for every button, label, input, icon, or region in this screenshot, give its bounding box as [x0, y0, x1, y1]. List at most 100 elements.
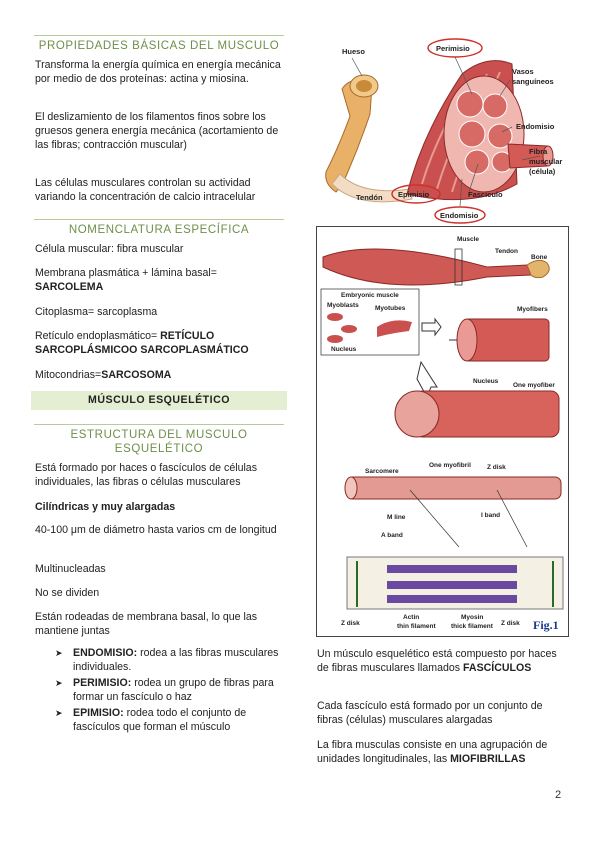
right-paragraph-1: Un músculo esquelético está compuesto po…: [317, 647, 567, 675]
arrow-bullet-icon: ➤: [55, 648, 63, 658]
leader-line: [454, 56, 473, 95]
fiber-end: [542, 145, 554, 167]
label-endomisio-right: Endomisio: [516, 122, 555, 131]
right-paragraph-2: Cada fascículo está formado por un conju…: [317, 700, 543, 726]
paragraph-2: El deslizamiento de los filamentos finos…: [35, 111, 279, 151]
fascicle-circle: [458, 120, 486, 148]
nomenclature-mitochondria: Mitocondrias=SARCOSOMA: [35, 368, 285, 382]
list-item-text: rodea un grupo de fibras para formar un …: [73, 677, 274, 703]
figure-number: Fig.1: [533, 618, 559, 632]
figure-1-frame: Muscle Tendon Bone Embryonic muscle Myob…: [316, 226, 569, 637]
label-epimisio: Epimisio: [398, 190, 430, 199]
label-z-disk-left: Z disk: [341, 620, 360, 627]
muscle-hierarchy-illustration: Muscle Tendon Bone Embryonic muscle Myob…: [320, 236, 564, 632]
myofibril-end: [344, 476, 358, 500]
section-marker: [454, 248, 463, 286]
list-item-text: rodea todo el conjunto de fascículos que…: [73, 707, 247, 733]
nomenclature-membrane: Membrana plasmática + lámina basal= SARC…: [35, 266, 285, 294]
label-thin-filament: thin filament: [397, 623, 436, 630]
arrow-right-icon: [421, 317, 442, 337]
heading-estructura: ESTRUCTURA DEL MUSCULO ESQUELÉTICO: [34, 428, 284, 456]
right-paragraph-3: La fibra musculas consiste en una agrupa…: [317, 738, 567, 766]
label-thick-filament: thick filament: [451, 623, 494, 630]
heading-estructura-line2: ESQUELÉTICO: [114, 443, 204, 455]
myofiber-cross-section: [394, 390, 440, 438]
arrow-bullet-icon: ➤: [55, 678, 63, 689]
myotube-cell: [377, 320, 412, 337]
label-m-line: M line: [387, 514, 406, 521]
structure-basal-membrane: Están rodeadas de membrana basal, lo que…: [35, 611, 258, 637]
label-perimisio: Perimisio: [436, 44, 470, 53]
label-one-myofiber: One myofiber: [513, 382, 555, 389]
label-celula: (célula): [529, 167, 556, 176]
heading-rule: [34, 424, 284, 425]
fascicle-circle: [456, 90, 484, 118]
leader-line: [351, 57, 363, 77]
leader-line: [468, 163, 479, 193]
label-endomisio-bottom: Endomisio: [440, 211, 479, 220]
label-actin: Actin: [403, 614, 419, 621]
label-i-band: I band: [481, 512, 500, 519]
term-fasciculos: FASCÍCULOS: [463, 662, 532, 674]
leader-line: [501, 126, 513, 133]
label-ring-epimisio: [391, 184, 441, 204]
label-nucleus: Nucleus: [331, 346, 357, 353]
nomenclature-cell: Célula muscular: fibra muscular: [35, 243, 184, 255]
paragraph-1: Transforma la energía química en energía…: [35, 59, 281, 85]
myoblast-cell: [327, 335, 343, 343]
heading-estructura-line1: ESTRUCTURA DEL MUSCULO: [70, 429, 248, 441]
leader-line: [499, 79, 511, 97]
list-item: ➤ENDOMISIO: rodea a las fibras musculare…: [55, 647, 290, 674]
structure-cylindrical: Cilíndricas y muy alargadas: [35, 501, 176, 513]
label-muscular: muscular: [529, 157, 562, 166]
bone-marrow: [356, 80, 372, 92]
section-band-musculo-esqueletico: MÚSCULO ESQUELÉTICO: [31, 391, 287, 410]
label-myotubes: Myotubes: [375, 305, 406, 312]
myoblast-cell: [341, 325, 357, 333]
label-tendon: Tendón: [356, 193, 383, 202]
right-paragraph-1-text: Un músculo esquelético está compuesto po…: [317, 648, 557, 674]
label-myoblasts: Myoblasts: [327, 302, 359, 309]
term-miofibrillas: MIOFIBRILLAS: [450, 753, 526, 765]
label-embryonic-muscle: Embryonic muscle: [341, 292, 399, 299]
label-fibra: Fibra: [529, 147, 548, 156]
label-muscle: Muscle: [457, 236, 479, 243]
tissue-layers-list: ➤ENDOMISIO: rodea a las fibras musculare…: [55, 647, 290, 738]
arrow-bullet-icon: ➤: [55, 708, 63, 719]
thick-filament: [387, 581, 517, 589]
nomenclature-cytoplasm: Citoplasma= sarcoplasma: [35, 306, 158, 318]
nomenclature-membrane-text: Membrana plasmática + lámina basal=: [35, 267, 217, 279]
list-item: ➤ PERIMISIO: rodea un grupo de fibras par…: [55, 677, 290, 704]
label-z-disk: Z disk: [487, 464, 506, 471]
muscle-anatomy-illustration: Hueso Perimisio Vasos sanguíneos Endomis…: [325, 38, 562, 224]
term-sarcolema: SARCOLEMA: [35, 281, 104, 293]
label-myofibers: Myofibers: [517, 306, 548, 313]
heading-rule: [34, 219, 284, 220]
label-sarcomere: Sarcomere: [365, 468, 399, 475]
list-item: ➤EPIMISIO: rodea todo el conjunto de fas…: [55, 707, 290, 734]
myofibril: [346, 476, 562, 500]
label-z-disk-right: Z disk: [501, 620, 520, 627]
nomenclature-reticulum: Retículo endoplasmático= RETÍCULO SARCOP…: [35, 329, 285, 357]
thick-filament: [387, 565, 517, 573]
label-one-myofibril: One myofibril: [429, 462, 471, 469]
heading-propiedades: PROPIEDADES BÁSICAS DEL MUSCULO: [38, 40, 280, 52]
leader-line: [459, 178, 463, 207]
nomenclature-mitochondria-text: Mitocondrias=: [35, 369, 102, 381]
label-ring-endomisio: [434, 206, 486, 224]
bone-end: [526, 259, 550, 279]
label-sanguineos: sanguíneos: [512, 77, 554, 86]
heading-nomenclatura: NOMENCLATURA ESPECÍFICA: [68, 224, 250, 236]
label-myosin: Myosin: [461, 614, 483, 621]
label-fasciculo: Fascículo: [468, 190, 503, 199]
structure-paragraph: Está formado por haces o fascículos de c…: [35, 462, 257, 488]
page-number: 2: [555, 789, 562, 801]
term-perimisio: PERIMISIO:: [73, 677, 132, 690]
term-endomisio: ENDOMISIO:: [73, 647, 138, 659]
label-vasos: Vasos: [512, 67, 534, 76]
myoblast-cell: [327, 313, 343, 321]
label-nucleus: Nucleus: [473, 378, 499, 385]
right-paragraph-3-text: La fibra musculas consiste en una agrupa…: [317, 739, 548, 765]
paragraph-3: Las células musculares controlan su acti…: [35, 177, 256, 203]
structure-diameter: 40-100 μm de diámetro hasta varios cm de…: [35, 524, 277, 536]
